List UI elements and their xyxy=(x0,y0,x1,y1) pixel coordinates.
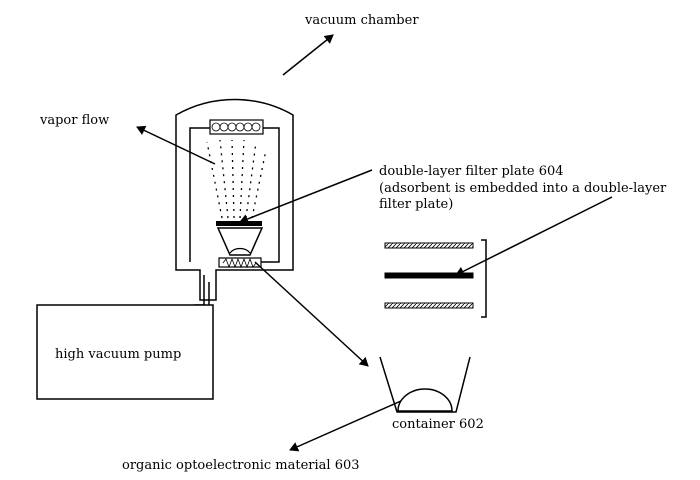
container-arrow xyxy=(255,262,368,366)
vacuum-chamber-label: vacuum chamber xyxy=(304,13,419,28)
filter-layer-bottom xyxy=(385,303,473,308)
filter-plate-arrow xyxy=(240,170,372,222)
filter-plate-label: double-layer filter plate 604 xyxy=(379,164,564,179)
crucible-material xyxy=(230,249,250,253)
filter-plate-in-chamber xyxy=(216,221,262,226)
vapor-flow-label: vapor flow xyxy=(39,113,109,128)
adsorbent-layer-arrow xyxy=(456,197,612,275)
vacuum-chamber-inner-wall xyxy=(190,128,279,262)
filter-plate-note-line2: filter plate) xyxy=(379,197,453,212)
vapor-flow-dots xyxy=(207,140,266,218)
filter-bracket xyxy=(481,240,486,317)
vacuum-chamber-arrow xyxy=(283,35,333,75)
pump-label: high vacuum pump xyxy=(55,347,181,362)
material-label: organic optoelectronic material 603 xyxy=(122,458,360,473)
filter-adsorbent-layer xyxy=(385,273,473,278)
filter-plate-note-line1: (adsorbent is embedded into a double-lay… xyxy=(379,181,667,196)
container-material xyxy=(398,389,452,411)
crucible xyxy=(218,228,262,255)
container-label: container 602 xyxy=(392,417,484,432)
substrate-holder xyxy=(210,120,263,134)
filter-layer-top xyxy=(385,243,473,248)
